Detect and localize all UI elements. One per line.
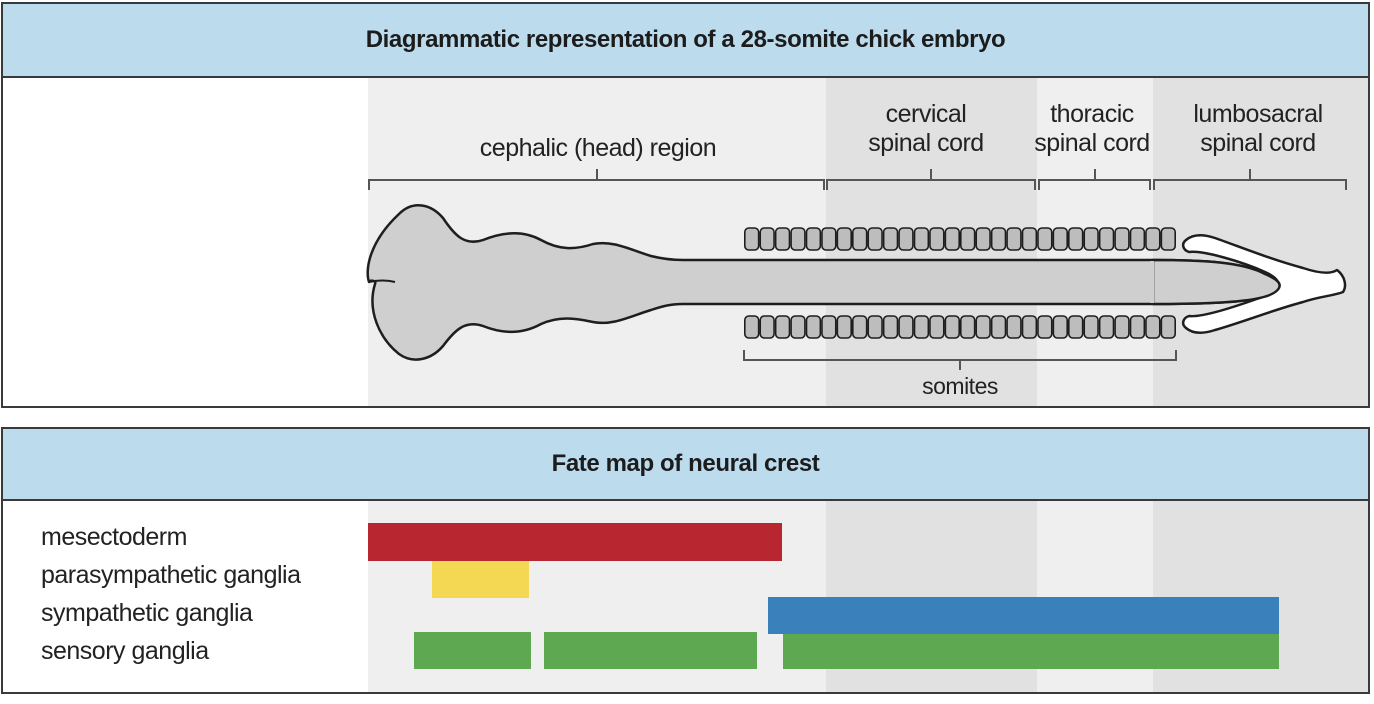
somite [759, 227, 775, 251]
region-label-cephalic: cephalic (head) region [479, 134, 717, 162]
bar-mesectoderm [368, 523, 782, 561]
row-label-sympathetic: sympathetic ganglia [41, 599, 253, 627]
somite [929, 315, 945, 339]
somite [929, 227, 945, 251]
somite [1129, 227, 1146, 251]
somite [759, 315, 775, 339]
somite [1083, 227, 1099, 251]
row-label-sensory: sensory ganglia [41, 637, 209, 665]
bracket-lumbosacral [1153, 169, 1347, 190]
somite [836, 227, 852, 251]
bar-sensory-1 [414, 632, 531, 669]
row-label-parasympathetic: parasympathetic ganglia [41, 561, 301, 589]
somite [821, 315, 837, 339]
somite [1021, 227, 1038, 251]
somite [944, 315, 960, 339]
somites-top-row [743, 227, 1177, 251]
bar-parasympathetic [432, 561, 529, 598]
somite [1052, 227, 1069, 251]
somites-bottom-row [743, 315, 1177, 339]
somite [774, 315, 791, 339]
bar-sympathetic [768, 597, 1279, 634]
somite [975, 227, 991, 251]
somite [851, 227, 868, 251]
region-label-thoracic: thoracic spinal cord [1034, 100, 1150, 157]
diagram-title: Diagrammatic representation of a 28-somi… [3, 4, 1368, 78]
bracket-cephalic [368, 169, 825, 190]
somite [898, 227, 914, 251]
somite [1114, 227, 1130, 251]
bar-sensory-3 [783, 634, 1279, 669]
bar-sensory-2 [544, 632, 757, 669]
somite [959, 227, 976, 251]
somite [1006, 315, 1022, 339]
somite [1037, 227, 1053, 251]
embryo-tail [1181, 234, 1347, 334]
row-label-mesectoderm: mesectoderm [41, 523, 187, 551]
embryo-head-notch [368, 279, 396, 283]
somite [990, 315, 1007, 339]
somite [867, 315, 883, 339]
region-label-lumbosacral: lumbosacral spinal cord [1193, 100, 1323, 157]
somite [774, 227, 791, 251]
somite [805, 315, 822, 339]
somite [836, 315, 852, 339]
somite [882, 315, 899, 339]
somite [975, 315, 991, 339]
embryo-svg [366, 169, 1347, 370]
somite [851, 315, 868, 339]
bracket-somites [743, 350, 1177, 370]
somite [959, 315, 976, 339]
somite [1145, 315, 1161, 339]
somite [867, 227, 883, 251]
somite [1098, 227, 1115, 251]
somite [944, 227, 960, 251]
somite [1129, 315, 1146, 339]
somite [898, 315, 914, 339]
somite [790, 315, 806, 339]
somite [1052, 315, 1069, 339]
somite [790, 227, 806, 251]
somite [1160, 227, 1177, 251]
somite [1098, 315, 1115, 339]
somite [1145, 227, 1161, 251]
somite [1083, 315, 1099, 339]
fate-map-panel: Fate map of neural crest mesectoderm par… [1, 427, 1370, 694]
somite [1021, 315, 1038, 339]
somite [821, 227, 837, 251]
region-label-cervical: cervical spinal cord [868, 100, 984, 157]
somite [743, 227, 760, 251]
somite [1114, 315, 1130, 339]
bracket-thoracic [1038, 169, 1151, 190]
somite [1006, 227, 1022, 251]
somite [1068, 227, 1084, 251]
somite [913, 315, 930, 339]
somite [882, 227, 899, 251]
embryo-diagram-panel: Diagrammatic representation of a 28-somi… [1, 2, 1370, 408]
bracket-cervical [826, 169, 1036, 190]
somites-label: somites [922, 373, 998, 399]
fate-map-title: Fate map of neural crest [3, 429, 1368, 501]
somite [805, 227, 822, 251]
region-brackets [368, 169, 1347, 190]
somite [1160, 315, 1177, 339]
somite [743, 315, 760, 339]
somite [1037, 315, 1053, 339]
somite [1068, 315, 1084, 339]
somite [990, 227, 1007, 251]
somite [913, 227, 930, 251]
